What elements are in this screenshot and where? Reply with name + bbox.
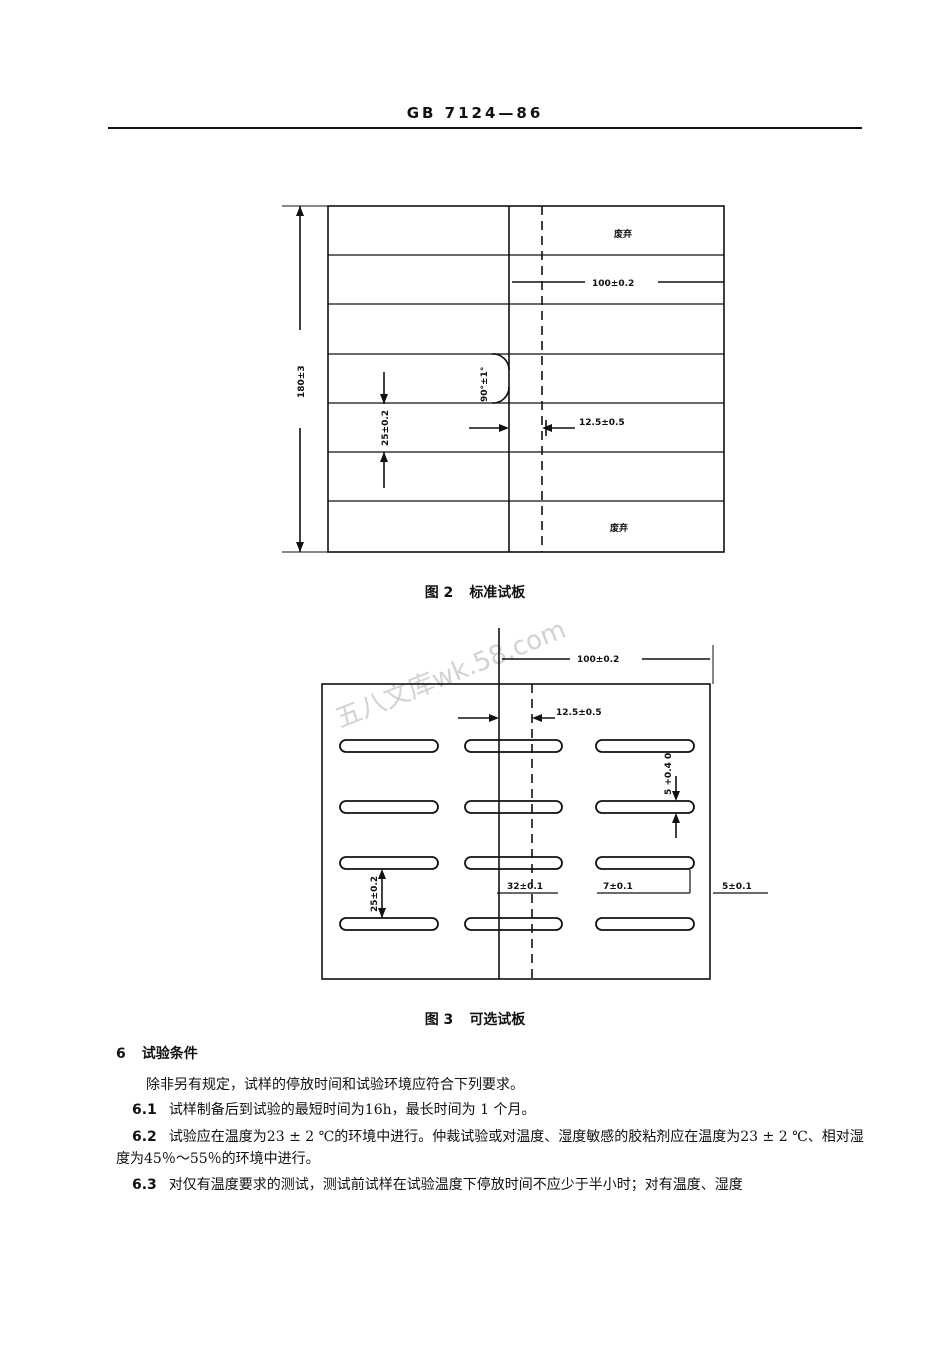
figure-2-caption-text: 标准试板 bbox=[469, 585, 526, 601]
figure-3-caption: 图 3 可选试板 bbox=[0, 1009, 950, 1029]
plate-outline bbox=[321, 683, 711, 980]
dim-strip-label: 25±0.2 bbox=[381, 410, 391, 446]
figure-3-optional-plate: 五八文库wk.58.com bbox=[321, 620, 768, 980]
section-number: 6 bbox=[116, 1046, 126, 1062]
strip-lines bbox=[328, 254, 724, 502]
dim-width-label: 100±0.2 bbox=[577, 655, 619, 665]
dim-32-label: 32±0.1 bbox=[507, 882, 543, 892]
dim-spacing-label: 25±0.2 bbox=[370, 876, 380, 912]
section-title: 试验条件 bbox=[141, 1046, 198, 1062]
section-heading: 6 试验条件 bbox=[116, 1043, 198, 1063]
figure-3-caption-text: 可选试板 bbox=[469, 1012, 526, 1028]
section-intro: 除非另有规定，试样的停放时间和试验环境应符合下列要求。 bbox=[146, 1077, 524, 1093]
clause-text: 试验应在温度为23 ± 2 ℃的环境中进行。仲裁试验或对温度、湿度敏感的胶粘剂应… bbox=[116, 1129, 864, 1167]
slot-row-4 bbox=[339, 917, 695, 931]
clause-number: 6.1 bbox=[132, 1102, 157, 1118]
figure-2-standard-plate: 废弃 废弃 100±0.2 180±3 25±0.2 90°±1° 12.5±0… bbox=[282, 205, 725, 553]
clause-number: 6.2 bbox=[132, 1129, 157, 1145]
discard-label-top: 废弃 bbox=[614, 228, 632, 240]
figure-3-caption-number: 图 3 bbox=[424, 1012, 454, 1028]
figure-2-caption-number: 图 2 bbox=[424, 585, 454, 601]
dim-angle-label: 90°±1° bbox=[480, 367, 490, 402]
dim-5-label: 5±0.1 bbox=[722, 882, 752, 892]
figure-2-caption: 图 2 标准试板 bbox=[0, 582, 950, 602]
slot-row-2 bbox=[339, 800, 695, 814]
plate-outline bbox=[327, 205, 725, 553]
dim-overlap-label: 12.5±0.5 bbox=[579, 418, 625, 428]
dim-slot-width-label: 5 +0.4 0 bbox=[664, 753, 674, 795]
clause-text: 试样制备后到试验的最短时间为16h，最长时间为 1 个月。 bbox=[168, 1102, 536, 1118]
clause-6-1: 6.1 试样制备后到试验的最短时间为16h，最长时间为 1 个月。 bbox=[116, 1099, 866, 1121]
dim-7-label: 7±0.1 bbox=[603, 882, 633, 892]
discard-label-bottom: 废弃 bbox=[610, 522, 628, 534]
clause-number: 6.3 bbox=[132, 1177, 157, 1193]
clause-text: 对仅有温度要求的测试，测试前试样在试验温度下停放时间不应少于半小时；对有温度、湿… bbox=[168, 1177, 743, 1193]
document-header-title: GB 7124—86 bbox=[406, 104, 544, 122]
slot-row-1 bbox=[339, 739, 695, 753]
header-rule bbox=[108, 127, 862, 129]
clause-6-3: 6.3 对仅有温度要求的测试，测试前试样在试验温度下停放时间不应少于半小时；对有温… bbox=[116, 1174, 866, 1196]
dim-width-label: 100±0.2 bbox=[592, 279, 634, 289]
slot-row-3 bbox=[339, 856, 695, 870]
dim-overlap-label: 12.5±0.5 bbox=[556, 708, 602, 718]
dim-height-label: 180±3 bbox=[297, 365, 307, 398]
